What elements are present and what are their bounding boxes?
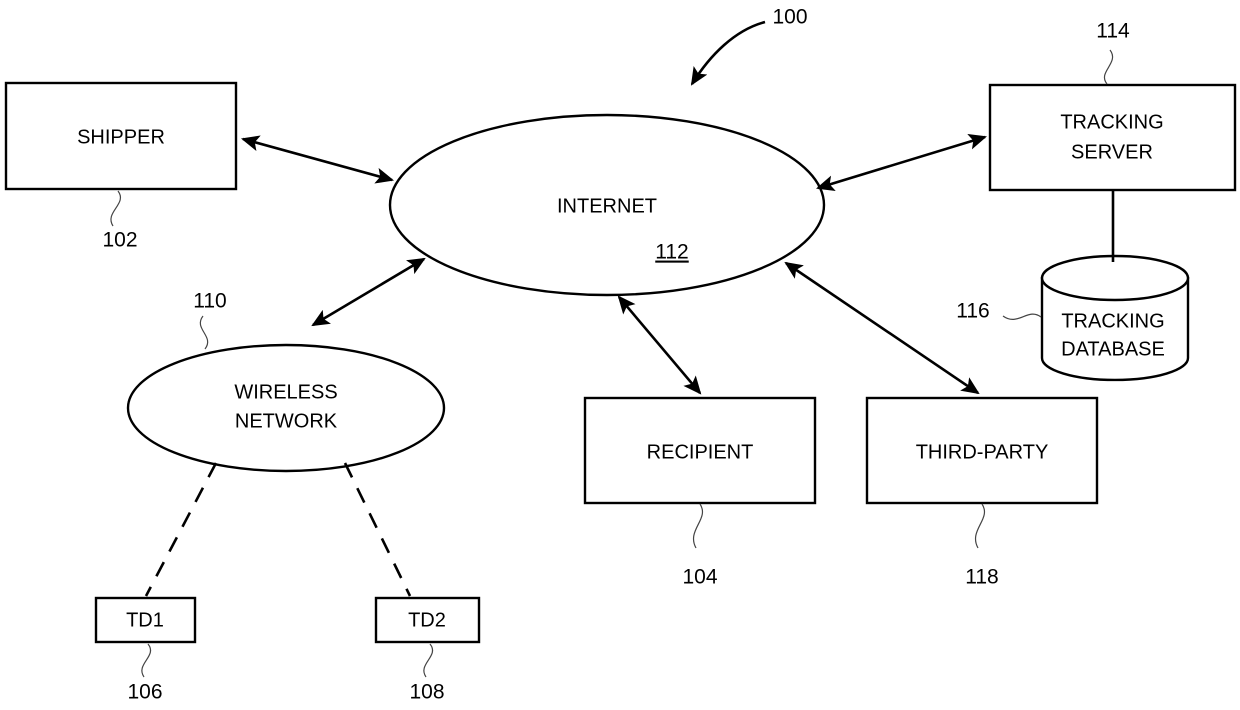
node-td2-box[interactable] [374, 596, 481, 644]
node-internet-reference: 112 [655, 241, 688, 264]
connector-internet-tracking-server [816, 133, 987, 192]
leader-wireless-network [199, 315, 209, 350]
node-recipient-label: RECIPIENT [647, 441, 754, 463]
connector-wireless-network-td1 [144, 462, 218, 597]
node-shipper-label: SHIPPER [77, 126, 165, 148]
connector-wireless-network-td2 [343, 462, 412, 597]
node-wireless-network-label-line2: NETWORK [235, 410, 338, 432]
node-td2-reference: 108 [409, 681, 444, 704]
node-third-party-label: THIRD-PARTY [916, 441, 1049, 463]
leader-tracking-server [1104, 49, 1113, 85]
node-tracking-database-body[interactable] [1040, 276, 1190, 382]
leader-tracking-database [1002, 313, 1042, 320]
node-shipper-box[interactable] [4, 81, 238, 191]
node-tracking-database-top [1040, 254, 1190, 302]
node-internet-ellipse[interactable] [388, 113, 826, 297]
node-third-party-box[interactable] [865, 396, 1099, 505]
connector-internet-third-party [784, 261, 980, 395]
node-td1-reference: 106 [127, 681, 162, 704]
node-wireless-network-reference: 110 [193, 290, 226, 313]
leader-td1 [141, 643, 151, 678]
node-third-party-reference: 118 [965, 566, 998, 589]
connector-shipper-internet [240, 135, 395, 184]
leader-td2 [423, 643, 433, 678]
node-tracking-server-label-line2: SERVER [1071, 141, 1153, 163]
node-wireless-network-label-line1: WIRELESS [234, 381, 337, 403]
leader-third-party [975, 503, 985, 549]
node-td1-box[interactable] [94, 596, 197, 644]
node-recipient-reference: 104 [682, 566, 717, 589]
node-td1-label: TD1 [126, 609, 164, 631]
leader-shipper [110, 190, 121, 227]
node-tracking-database-reference: 116 [956, 300, 989, 323]
node-tracking-server-label-line1: TRACKING [1060, 111, 1163, 133]
node-tracking-server-box[interactable] [988, 83, 1237, 192]
node-td2-label: TD2 [408, 609, 446, 631]
node-tracking-server-reference: 114 [1096, 20, 1130, 43]
connector-wireless-network-internet [311, 257, 426, 327]
figure-reference-arrow [690, 20, 766, 86]
node-wireless-network-ellipse[interactable] [126, 343, 446, 473]
node-tracking-database-label-line2: DATABASE [1061, 338, 1165, 360]
node-recipient-box[interactable] [583, 396, 817, 505]
node-shipper-reference: 102 [102, 229, 137, 252]
figure-reference-number: 100 [772, 6, 807, 29]
node-tracking-database-label-line1: TRACKING [1061, 310, 1164, 332]
leader-recipient [693, 503, 703, 549]
connector-internet-recipient [617, 295, 702, 395]
node-internet-label: INTERNET [557, 195, 657, 217]
